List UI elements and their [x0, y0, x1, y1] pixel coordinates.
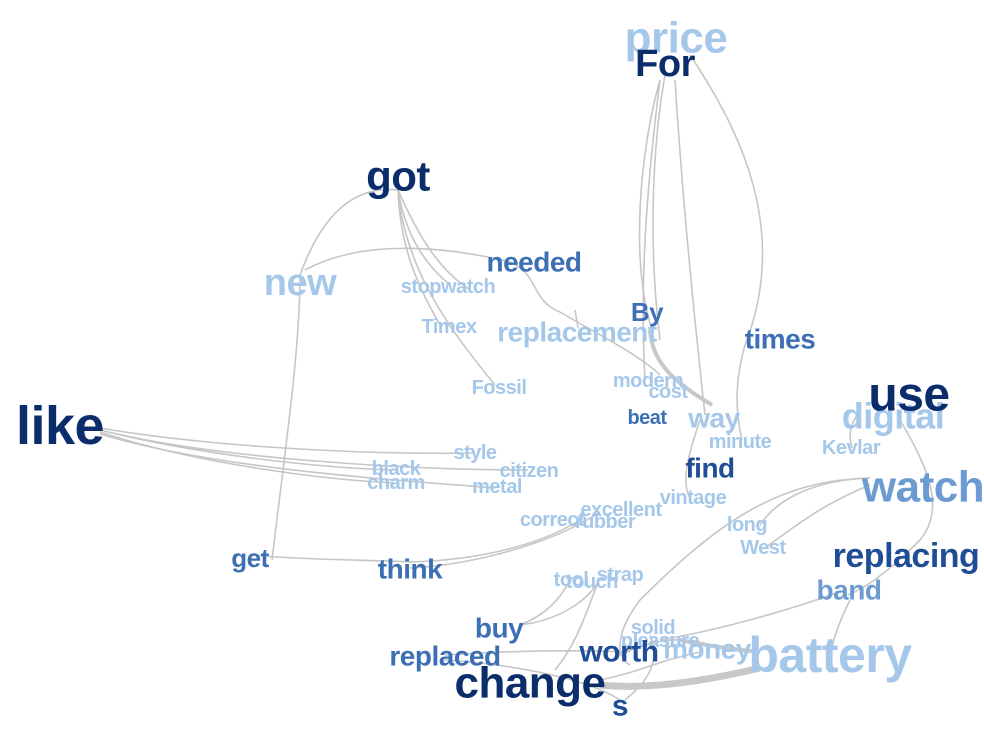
edge [619, 477, 871, 666]
edge [249, 519, 581, 563]
word-way: way [687, 403, 740, 434]
edge [397, 189, 451, 286]
edge [599, 651, 701, 681]
edges [99, 54, 934, 701]
word-rubber: rubber [575, 511, 636, 533]
edge [444, 649, 631, 656]
word-vintage: vintage [660, 487, 727, 509]
word-by: By [631, 297, 664, 327]
word-modern: modern [613, 370, 683, 392]
word-fossil: Fossil [472, 377, 527, 399]
word-get: get [231, 543, 269, 573]
word-battery: battery [748, 627, 912, 683]
edge [642, 79, 661, 381]
word-think: think [378, 554, 443, 585]
word-solid: solid [631, 617, 675, 639]
word-watch: watch [861, 463, 984, 512]
edge [847, 419, 934, 596]
word-excellent: excellent [580, 499, 662, 521]
edge [99, 429, 529, 471]
word-correct: correct [520, 509, 585, 531]
word-kevlar: Kevlar [822, 437, 881, 459]
edge [638, 79, 661, 331]
edge [519, 577, 601, 626]
word-tool: tool [554, 569, 589, 591]
edge [574, 309, 579, 329]
word-pleasure: pleasure [621, 630, 700, 652]
word-s: s [612, 690, 628, 723]
word-find: find [685, 453, 734, 484]
word-citizen: citizen [500, 460, 559, 482]
edge [397, 189, 441, 326]
word-needed: needed [486, 247, 581, 278]
edge [685, 419, 701, 499]
word-timex: Timex [422, 316, 477, 338]
word-replaced: replaced [389, 641, 500, 672]
edge [624, 634, 655, 701]
word-stopwatch: stopwatch [401, 276, 495, 298]
edge [99, 433, 496, 489]
word-for: For [635, 43, 695, 85]
edge [409, 511, 601, 569]
edge [271, 188, 399, 561]
word-black: black [372, 458, 422, 480]
edge [764, 484, 871, 549]
word-worth: worth [578, 636, 658, 669]
word-metal: metal [472, 476, 522, 498]
edge [652, 74, 666, 341]
word-digital: digital [842, 396, 945, 437]
edge [554, 577, 601, 671]
word-band: band [817, 575, 882, 606]
word-replacing: replacing [833, 537, 980, 575]
edge [829, 599, 851, 666]
word-charm: charm [367, 472, 425, 494]
word-cost: cost [648, 381, 688, 403]
word-like: like [16, 396, 104, 456]
word-touch: touch [566, 571, 618, 593]
edge [99, 427, 476, 455]
edge [444, 659, 621, 701]
edge [659, 589, 846, 641]
edge [849, 409, 861, 449]
edge [674, 79, 706, 416]
word-strap: strap [597, 564, 644, 586]
edge [648, 329, 714, 407]
word-style: style [453, 442, 496, 464]
word-got: got [366, 153, 430, 200]
labels: price For got new needed stopwatch Timex… [16, 14, 984, 723]
word-money: money [663, 634, 752, 665]
word-west: West [740, 537, 786, 559]
word-replacement: replacement [497, 317, 657, 348]
edge [519, 579, 571, 626]
word-beat: beat [627, 407, 667, 429]
word-use: use [868, 369, 949, 422]
word-new: new [264, 262, 337, 304]
edge [397, 189, 471, 291]
edge [397, 189, 496, 386]
word-change: change [454, 659, 605, 708]
word-buy: buy [475, 613, 524, 644]
word-minute: minute [709, 431, 772, 453]
word-price: price [625, 14, 728, 63]
word-long: long [727, 514, 767, 536]
edge [689, 54, 764, 441]
word-times: times [745, 324, 816, 355]
edge [679, 638, 761, 654]
edge [304, 247, 661, 376]
edge [599, 664, 761, 690]
